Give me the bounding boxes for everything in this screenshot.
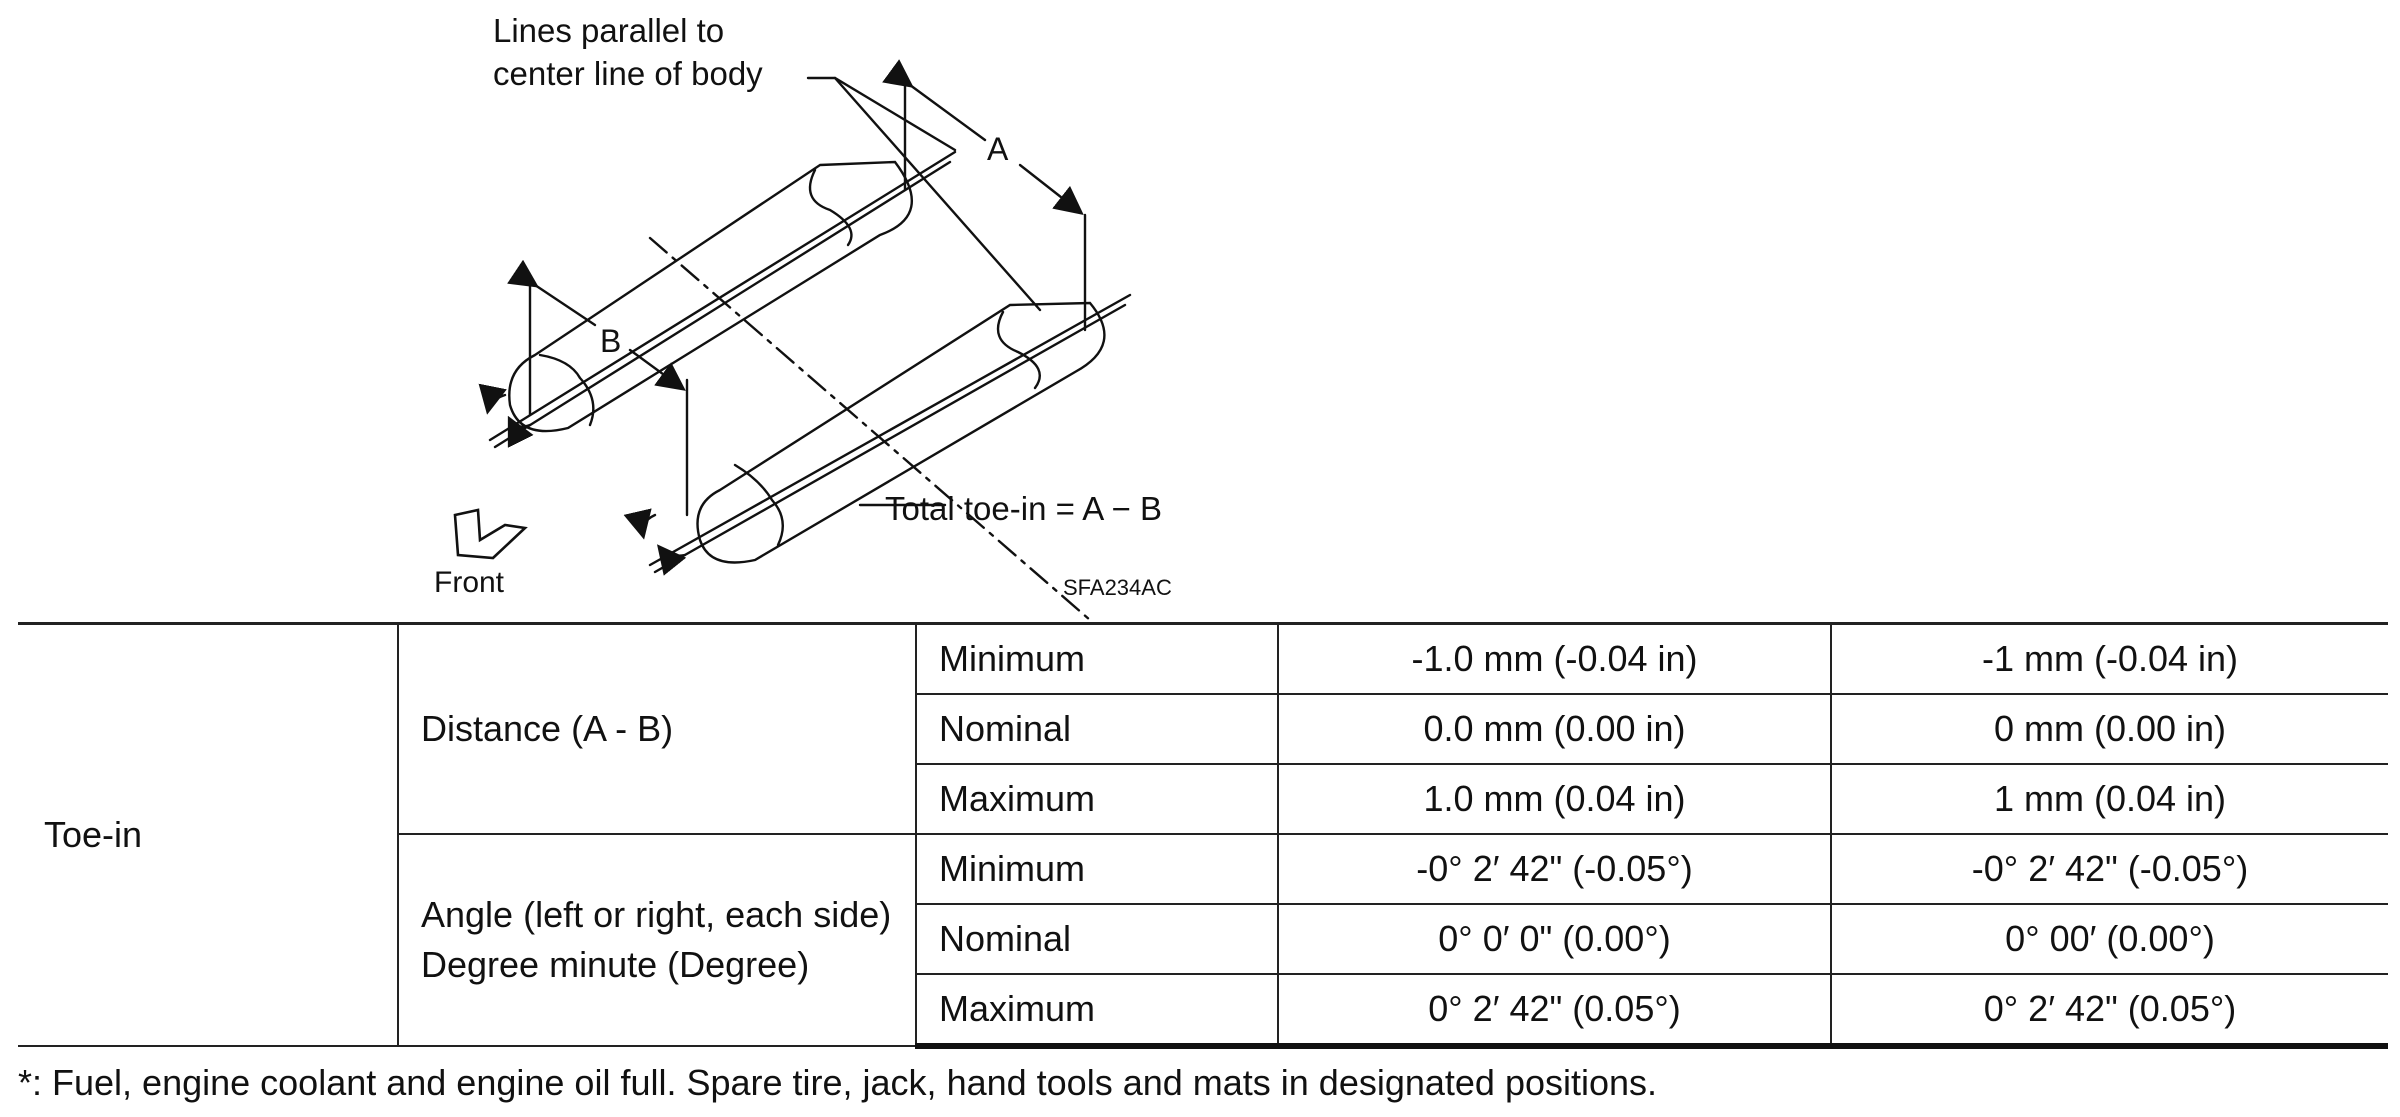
value-cell: -0° 2′ 42" (-0.05°) (1830, 833, 2388, 905)
value-cell: 0° 0′ 0" (0.00°) (1277, 903, 1832, 975)
toe-in-spec-table: Toe-in Distance (A - B) Minimum -1.0 mm … (18, 622, 2388, 1049)
value-cell: 1.0 mm (0.04 in) (1277, 763, 1832, 835)
table-row: Angle (left or right, each side) Degree … (18, 833, 2388, 1047)
value-cell: 0 mm (0.00 in) (1830, 693, 2388, 765)
item-cell-toe-in: Toe-in (18, 622, 399, 1047)
value-cell: -1.0 mm (-0.04 in) (1277, 622, 1832, 695)
angle-label: Angle (left or right, each side) Degree … (397, 833, 917, 1047)
value-cell: 1 mm (0.04 in) (1830, 763, 2388, 835)
table-row: Maximum 1.0 mm (0.04 in) 1 mm (0.04 in) (18, 763, 2388, 835)
tire-right-icon (696, 301, 1106, 564)
table-row: Nominal 0.0 mm (0.00 in) 0 mm (0.00 in) (18, 693, 2388, 765)
toe-in-diagram: Lines parallel to center line of body A … (434, 12, 1172, 622)
tire-left-icon (508, 160, 913, 433)
value-cell: 0° 00′ (0.00°) (1830, 903, 2388, 975)
value-cell: -0° 2′ 42" (-0.05°) (1277, 833, 1832, 905)
figure-code: SFA234AC (1063, 575, 1172, 600)
table-row: Nominal 0° 0′ 0" (0.00°) 0° 00′ (0.00°) (18, 903, 2388, 975)
level-label: Maximum (915, 763, 1279, 835)
value-cell: 0° 2′ 42" (0.05°) (1830, 973, 2388, 1049)
footnote: *: Fuel, engine coolant and engine oil f… (18, 1062, 1658, 1103)
value-cell: 0° 2′ 42" (0.05°) (1277, 973, 1832, 1049)
distance-label: Distance (A - B) (397, 622, 917, 835)
value-cell: -1 mm (-0.04 in) (1830, 622, 2388, 695)
table-row: Maximum 0° 2′ 42" (0.05°) 0° 2′ 42" (0.0… (18, 973, 2388, 1049)
label-lines-parallel-1: Lines parallel to (493, 12, 724, 49)
table-row: Toe-in Distance (A - B) Minimum -1.0 mm … (18, 622, 2388, 1047)
label-b: B (600, 323, 621, 359)
value-cell: 0.0 mm (0.00 in) (1277, 693, 1832, 765)
label-front: Front (434, 566, 505, 599)
level-label: Nominal (915, 903, 1279, 975)
level-label: Maximum (915, 973, 1279, 1049)
label-a: A (987, 131, 1009, 167)
level-label: Nominal (915, 693, 1279, 765)
label-lines-parallel-2: center line of body (493, 55, 763, 92)
angle-label-line2: Degree minute (Degree) (421, 944, 810, 985)
level-label: Minimum (915, 622, 1279, 695)
front-arrow-icon (453, 508, 528, 560)
angle-label-line1: Angle (left or right, each side) (421, 894, 892, 935)
label-total-toe-in: Total toe-in = A − B (885, 490, 1162, 527)
level-label: Minimum (915, 833, 1279, 905)
